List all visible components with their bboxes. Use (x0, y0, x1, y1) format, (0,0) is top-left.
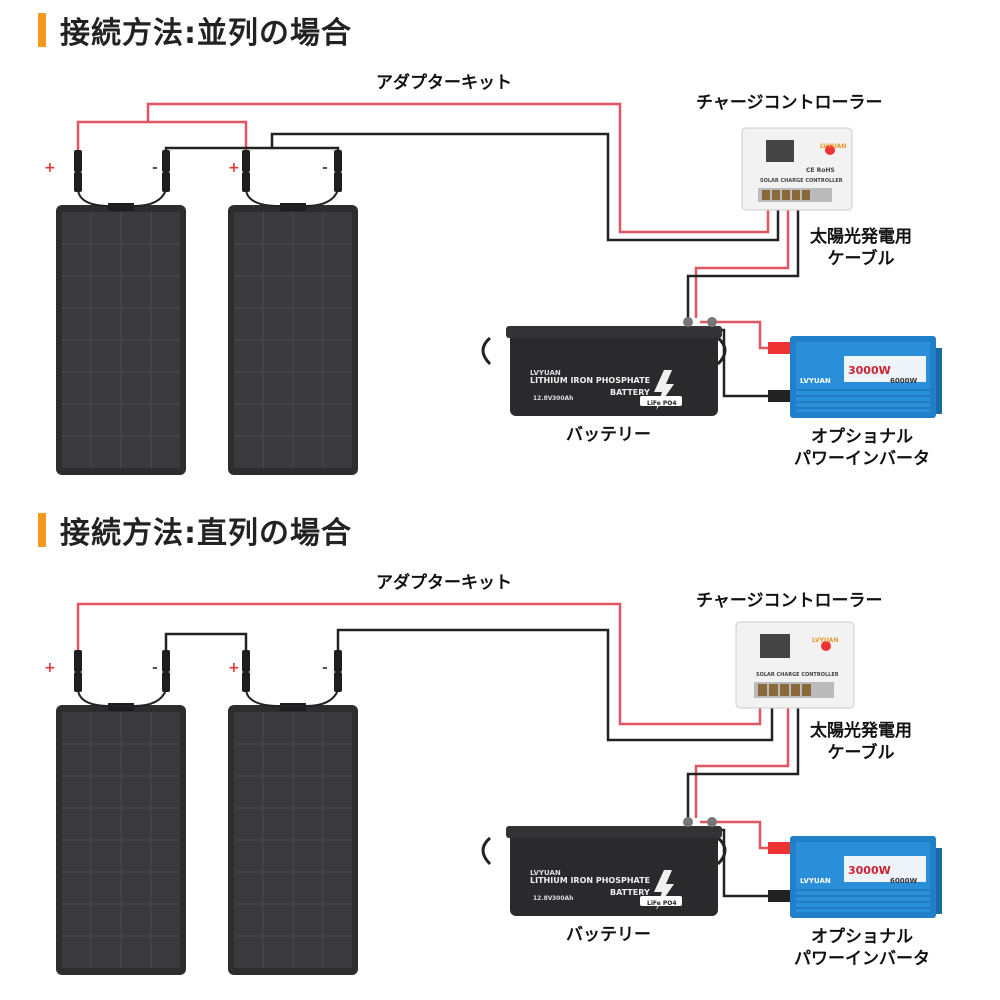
section-series: 接続方法:直列の場合 (0, 500, 1000, 1000)
solar-cable-label: 太陽光発電用 ケーブル (810, 720, 912, 764)
section-title: 接続方法:並列の場合 (38, 10, 352, 51)
controller-text: SOLAR CHARGE CONTROLLER (760, 178, 843, 184)
battery (481, 817, 727, 916)
label-minus-2: - (322, 160, 328, 176)
solar-panel-1 (56, 203, 186, 475)
battery-spec1: 12.8V (533, 895, 553, 902)
mc4-connectors (74, 150, 342, 192)
battery-brand: LVYUAN (530, 869, 561, 877)
power-inverter (768, 836, 942, 918)
power-inverter (768, 336, 942, 418)
label-plus-2: + (228, 160, 240, 176)
label-plus-1: + (44, 660, 56, 676)
section-title-text: 接続方法:直列の場合 (60, 516, 352, 551)
section-title: 接続方法:直列の場合 (38, 510, 352, 551)
battery (481, 317, 727, 416)
inverter-label: オプショナル パワーインバータ (794, 426, 930, 470)
battery-line2: BATTERY (610, 388, 650, 397)
wire-negative-to-controller (336, 628, 774, 742)
wiring-diagram-parallel (56, 102, 942, 475)
wire-battery-positive (694, 208, 790, 318)
inverter-brand: LVYUAN (800, 377, 831, 385)
charge-controller (735, 621, 855, 709)
controller-label: チャージコントローラー (696, 591, 883, 611)
inverter-peak: 6000W (890, 377, 918, 385)
battery-line1: LITHIUM IRON PHOSPHATE (530, 376, 651, 385)
wire-negative-to-controller (270, 132, 780, 242)
battery-brand: LVYUAN (530, 369, 561, 377)
label-minus-1: - (152, 160, 158, 176)
label-minus-1: - (152, 660, 158, 676)
inverter-peak: 6000W (890, 877, 918, 885)
controller-text: SOLAR CHARGE CONTROLLER (756, 672, 839, 678)
battery-line2: BATTERY (610, 888, 650, 897)
battery-spec2: 300Ah (552, 395, 574, 402)
wire-inverter-negative (716, 828, 790, 898)
inverter-label-line2: パワーインバータ (794, 449, 930, 469)
controller-brand: LVYUAN (820, 143, 847, 150)
title-accent-bar (38, 513, 46, 547)
solar-cable-label-line2: ケーブル (827, 743, 895, 763)
inverter-brand: LVYUAN (800, 877, 831, 885)
wire-inverter-negative (716, 328, 790, 398)
adapter-kit-label: アダプターキット (376, 573, 512, 593)
section-parallel: 接続方法:並列の場合 (38, 10, 942, 475)
adapter-kit-label: アダプターキット (376, 73, 512, 93)
controller-label: チャージコントローラー (696, 93, 883, 113)
battery-spec1: 12.8V (533, 395, 553, 402)
battery-label: バッテリー (566, 925, 651, 945)
label-plus-2: + (228, 660, 240, 676)
controller-cert: CE RoHS (806, 167, 835, 174)
solar-panel-2 (228, 703, 358, 975)
solar-panel-1 (56, 703, 186, 975)
wire-positive-parallel-link (76, 120, 248, 150)
wire-battery-positive (694, 708, 790, 818)
inverter-power: 3000W (848, 864, 891, 877)
solar-cable-label-line2: ケーブル (827, 249, 895, 269)
inverter-label-line2: パワーインバータ (794, 949, 930, 969)
inverter-power: 3000W (848, 364, 891, 377)
label-minus-2: - (322, 660, 328, 676)
wire-negative-parallel-link (164, 146, 340, 150)
inverter-label-line1: オプショナル (811, 427, 913, 447)
wire-battery-negative (686, 208, 800, 318)
title-accent-bar (38, 13, 46, 47)
panel-leads (77, 689, 339, 707)
charge-controller (741, 127, 853, 211)
solar-cable-label-line1: 太陽光発電用 (810, 721, 912, 741)
label-plus-1: + (44, 160, 56, 176)
solar-panel-2 (228, 203, 358, 475)
wire-series-link (164, 632, 248, 650)
battery-spec2: 300Ah (552, 895, 574, 902)
wiring-diagram-series (56, 602, 942, 975)
panel-leads (77, 189, 339, 207)
battery-badge: LiFe PO4 (647, 400, 677, 407)
solar-cable-label-line1: 太陽光発電用 (810, 227, 912, 247)
battery-label: バッテリー (566, 425, 651, 445)
controller-brand: LVYUAN (812, 637, 839, 644)
section-title-text: 接続方法:並列の場合 (60, 16, 352, 51)
solar-cable-label: 太陽光発電用 ケーブル (810, 226, 912, 270)
wire-positive-to-controller (76, 602, 762, 726)
wire-battery-negative (686, 708, 800, 818)
battery-line1: LITHIUM IRON PHOSPHATE (530, 876, 651, 885)
mc4-connectors (74, 650, 342, 692)
inverter-label-line1: オプショナル (811, 927, 913, 947)
inverter-label: オプショナル パワーインバータ (794, 926, 930, 970)
wire-positive-to-controller (146, 102, 770, 234)
battery-badge: LiFe PO4 (647, 900, 677, 907)
